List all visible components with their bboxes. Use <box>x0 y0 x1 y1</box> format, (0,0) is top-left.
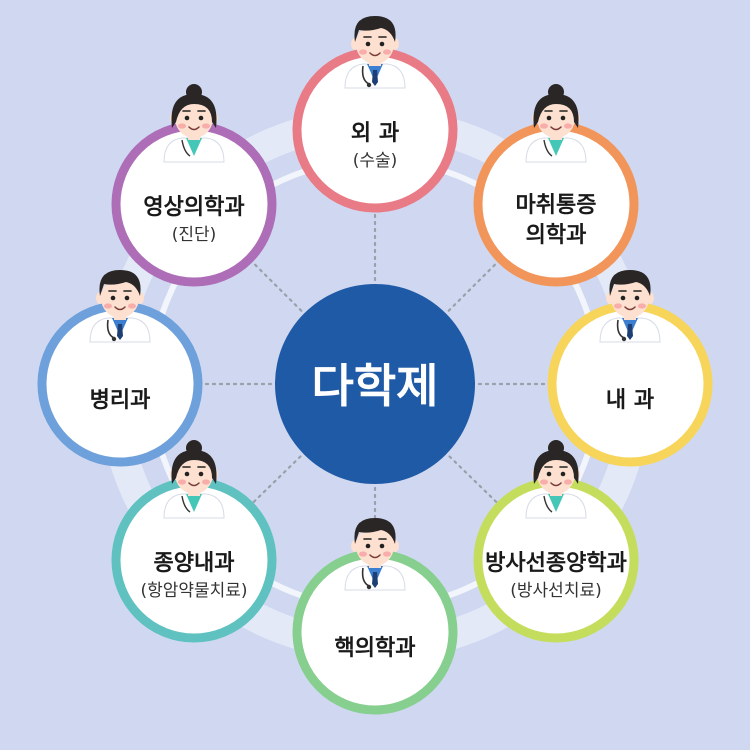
department-label: 내 과 <box>606 388 654 413</box>
department-label: 종양내과 <box>154 551 235 576</box>
male-doctor-icon <box>599 270 661 343</box>
male-doctor-icon <box>344 518 406 591</box>
department-sublabel: (수술) <box>353 151 398 171</box>
center-label: 다학제 <box>312 359 439 413</box>
male-doctor-icon <box>89 270 151 343</box>
male-doctor-icon <box>344 16 406 89</box>
connector-line <box>251 455 302 504</box>
department-label: 영상의학과 <box>143 195 244 220</box>
department-sublabel: (항암약물치료) <box>140 581 247 601</box>
center-node: 다학제 <box>275 284 475 484</box>
department-label: 외 과 <box>351 121 399 146</box>
department-node: 병리과 <box>37 270 203 467</box>
female-doctor-icon <box>525 440 587 519</box>
department-node: 핵의학과 <box>292 518 458 715</box>
department-label: 방사선종양학과 <box>485 551 627 576</box>
department-label: 의학과 <box>526 223 587 248</box>
department-sublabel: (방사선치료) <box>510 581 601 601</box>
female-doctor-icon <box>163 440 225 519</box>
connector-line <box>447 260 499 312</box>
department-label: 핵의학과 <box>335 636 416 661</box>
department-label: 마취통증 <box>516 193 597 218</box>
department-node: 영상의학과 (진단) <box>111 84 277 287</box>
department-node: 종양내과 (항암약물치료) <box>111 440 277 643</box>
department-label: 병리과 <box>90 388 151 413</box>
female-doctor-icon <box>525 84 587 163</box>
connector-line <box>251 260 303 312</box>
center-circle <box>275 284 475 484</box>
department-node: 방사선종양학과 (방사선치료) <box>473 440 639 643</box>
department-node: 외 과 (수술) <box>292 16 458 213</box>
department-node: 내 과 <box>547 270 713 467</box>
connector-line <box>448 455 499 504</box>
female-doctor-icon <box>163 84 225 163</box>
department-sublabel: (진단) <box>172 225 217 245</box>
